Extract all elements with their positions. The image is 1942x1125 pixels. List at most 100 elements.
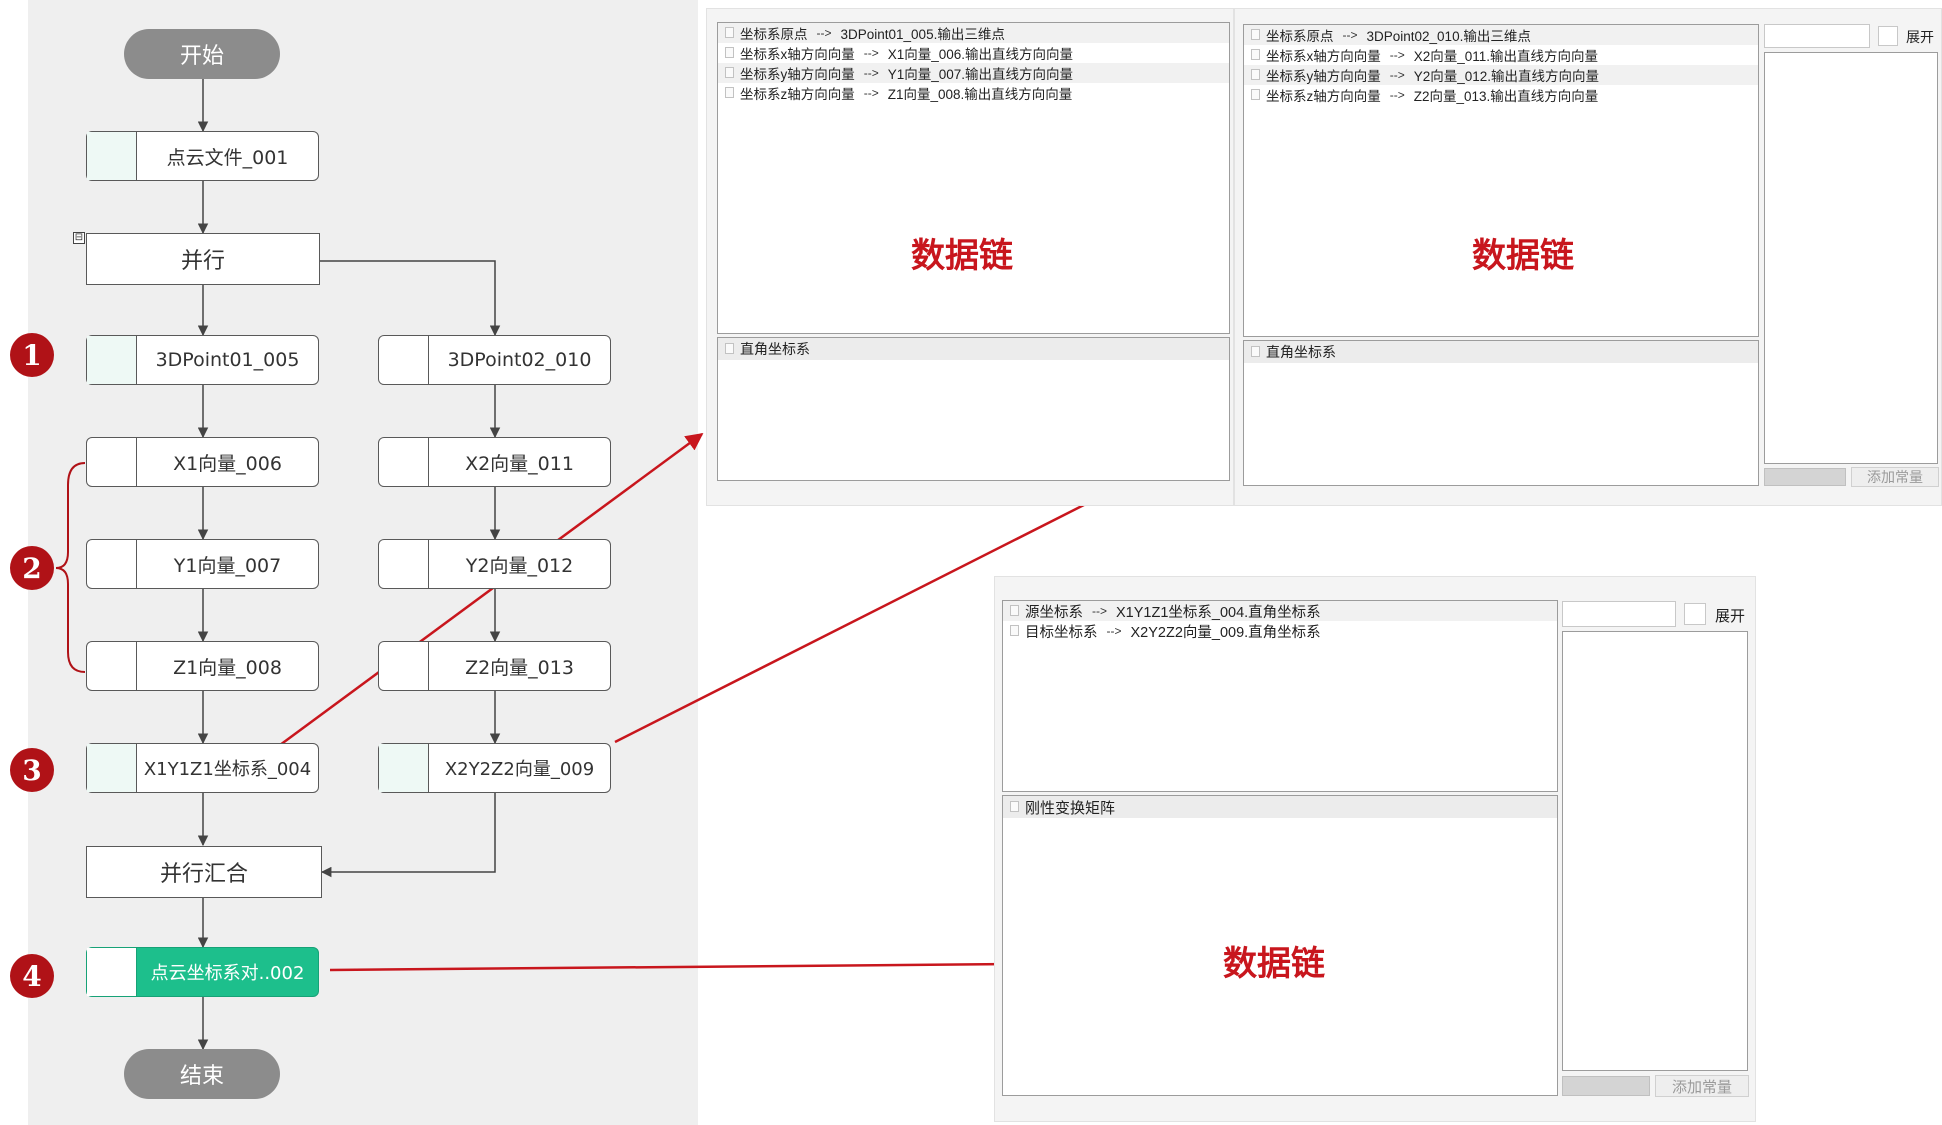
link-arrow-cs1-panel1: [279, 432, 704, 747]
node-3dpoint02[interactable]: 3DPoint02_010: [378, 335, 611, 385]
node-z1[interactable]: Z1向量_008: [86, 641, 319, 691]
constant-list[interactable]: [1562, 631, 1748, 1071]
parallel-node[interactable]: 并行: [86, 233, 320, 285]
binding-source: X1向量_006.输出直线方向向量: [887, 47, 1074, 62]
add-constant-button[interactable]: 添加常量: [1851, 467, 1939, 487]
binding-source: 3DPoint02_010.输出三维点: [1366, 29, 1531, 44]
link-arrow: -->: [1389, 48, 1405, 62]
node-z2[interactable]: Z2向量_013: [378, 641, 611, 691]
document-icon: [1251, 69, 1260, 80]
node-pointcloud-align[interactable]: 点云坐标系对..002: [86, 947, 319, 997]
binding-row[interactable]: 坐标系原点-->3DPoint01_005.输出三维点: [718, 23, 1229, 43]
node-y1[interactable]: Y1向量_007: [86, 539, 319, 589]
data-chain-label: 数据链: [911, 236, 1013, 276]
node-handle: [87, 438, 137, 486]
start-terminal[interactable]: 开始: [124, 29, 280, 79]
search-input[interactable]: [1562, 601, 1676, 627]
edge-parallel-p2: [319, 260, 501, 337]
node-coordinate-system-1[interactable]: X1Y1Z1坐标系_004: [86, 743, 319, 793]
binding-name: 坐标系原点: [1266, 29, 1334, 44]
node-y2[interactable]: Y2向量_012: [378, 539, 611, 589]
edge-cs2-merge: [320, 793, 496, 878]
node-label: Y2向量_012: [465, 554, 574, 577]
binding-row[interactable]: 目标坐标系-->X2Y2Z2向量_009.直角坐标系: [1003, 621, 1557, 641]
start-label: 开始: [179, 44, 224, 69]
binding-name: 源坐标系: [1025, 604, 1083, 621]
binding-row[interactable]: 坐标系y轴方向向量-->Y1向量_007.输出直线方向向量: [718, 63, 1229, 83]
document-icon: [1251, 346, 1260, 357]
input-binding-list[interactable]: 源坐标系-->X1Y1Z1坐标系_004.直角坐标系 目标坐标系-->X2Y2Z…: [1002, 600, 1558, 792]
constant-list[interactable]: [1764, 52, 1938, 464]
binding-row[interactable]: 坐标系y轴方向向量-->Y2向量_012.输出直线方向向量: [1244, 65, 1758, 85]
binding-source: X2向量_011.输出直线方向向量: [1413, 49, 1599, 64]
link-arrow: -->: [1092, 604, 1107, 618]
binding-row[interactable]: 坐标系z轴方向向量-->Z2向量_013.输出直线方向向量: [1244, 85, 1758, 105]
node-handle: [87, 132, 137, 180]
node-3dpoint01[interactable]: 3DPoint01_005: [86, 335, 319, 385]
binding-row[interactable]: 坐标系x轴方向向量-->X1向量_006.输出直线方向向量: [718, 43, 1229, 63]
merge-label: 并行汇合: [159, 862, 248, 887]
expand-checkbox[interactable]: [1878, 26, 1898, 46]
document-icon: [1010, 625, 1019, 636]
binding-name: 坐标系z轴方向向量: [740, 87, 855, 102]
document-icon: [725, 67, 734, 78]
node-label: 点云坐标系对..002: [150, 963, 305, 984]
document-icon: [725, 27, 734, 38]
document-icon: [1251, 89, 1260, 100]
progress-bar: [1562, 1076, 1650, 1096]
output-header-label: 直角坐标系: [740, 341, 810, 357]
node-handle: [379, 642, 429, 690]
node-label: Z1向量_008: [173, 656, 282, 679]
node-label: X1Y1Z1坐标系_004: [143, 759, 312, 780]
output-header-label: 刚性变换矩阵: [1025, 799, 1116, 817]
node-handle: [379, 540, 429, 588]
document-icon: [1010, 605, 1019, 616]
node-coordinate-system-2[interactable]: X2Y2Z2向量_009: [378, 743, 611, 793]
output-header-label: 直角坐标系: [1266, 344, 1336, 360]
node-label: X2Y2Z2向量_009: [444, 759, 595, 780]
input-binding-list[interactable]: 坐标系原点-->3DPoint01_005.输出三维点 坐标系x轴方向向量-->…: [717, 22, 1230, 334]
link-arrow: -->: [863, 46, 879, 60]
binding-source: Z1向量_008.输出直线方向向量: [887, 87, 1073, 102]
link-arrow: -->: [863, 86, 879, 100]
link-arrow: -->: [863, 66, 879, 80]
link-arrow: -->: [1389, 68, 1405, 82]
input-binding-list[interactable]: 坐标系原点-->3DPoint02_010.输出三维点 坐标系x轴方向向量-->…: [1243, 24, 1759, 337]
binding-name: 坐标系z轴方向向量: [1266, 89, 1381, 104]
step-badge-3: 3: [10, 748, 54, 792]
add-constant-label: 添加常量: [1671, 1078, 1732, 1096]
merge-node[interactable]: 并行汇合: [86, 846, 322, 898]
binding-row[interactable]: 坐标系x轴方向向量-->X2向量_011.输出直线方向向量: [1244, 45, 1758, 65]
output-header: 直角坐标系: [1244, 341, 1758, 363]
step-badge-4: 4: [10, 954, 54, 998]
binding-source: 3DPoint01_005.输出三维点: [840, 27, 1005, 42]
node-handle: [379, 744, 429, 792]
output-list[interactable]: 直角坐标系: [717, 337, 1230, 481]
add-constant-button[interactable]: 添加常量: [1655, 1075, 1749, 1097]
search-input[interactable]: [1764, 24, 1870, 48]
node-x1[interactable]: X1向量_006: [86, 437, 319, 487]
node-label: 3DPoint01_005: [155, 349, 300, 371]
node-handle: [379, 336, 429, 384]
binding-row[interactable]: 坐标系原点-->3DPoint02_010.输出三维点: [1244, 25, 1758, 45]
node-file[interactable]: 点云文件_001: [86, 131, 319, 181]
collapse-icon[interactable]: ⊟: [73, 232, 85, 244]
end-terminal[interactable]: 结束: [124, 1049, 280, 1099]
data-chain-label: 数据链: [1472, 236, 1574, 276]
binding-source: X2Y2Z2向量_009.直角坐标系: [1130, 624, 1321, 641]
node-label: 3DPoint02_010: [447, 349, 592, 371]
binding-name: 坐标系y轴方向向量: [740, 67, 855, 82]
binding-name: 目标坐标系: [1025, 624, 1098, 641]
binding-row[interactable]: 源坐标系-->X1Y1Z1坐标系_004.直角坐标系: [1003, 601, 1557, 621]
node-handle: [87, 948, 137, 996]
binding-row[interactable]: 坐标系z轴方向向量 --> Z1向量_008.输出直线方向向量: [718, 83, 1229, 103]
output-list[interactable]: 直角坐标系: [1243, 340, 1759, 486]
output-header: 直角坐标系: [718, 338, 1229, 360]
node-x2[interactable]: X2向量_011: [378, 437, 611, 487]
progress-bar: [1764, 468, 1846, 486]
node-handle: [87, 540, 137, 588]
output-list[interactable]: 刚性变换矩阵: [1002, 795, 1558, 1096]
node-label: X1向量_006: [173, 452, 282, 475]
expand-checkbox[interactable]: [1684, 603, 1706, 625]
node-handle: [87, 744, 137, 792]
